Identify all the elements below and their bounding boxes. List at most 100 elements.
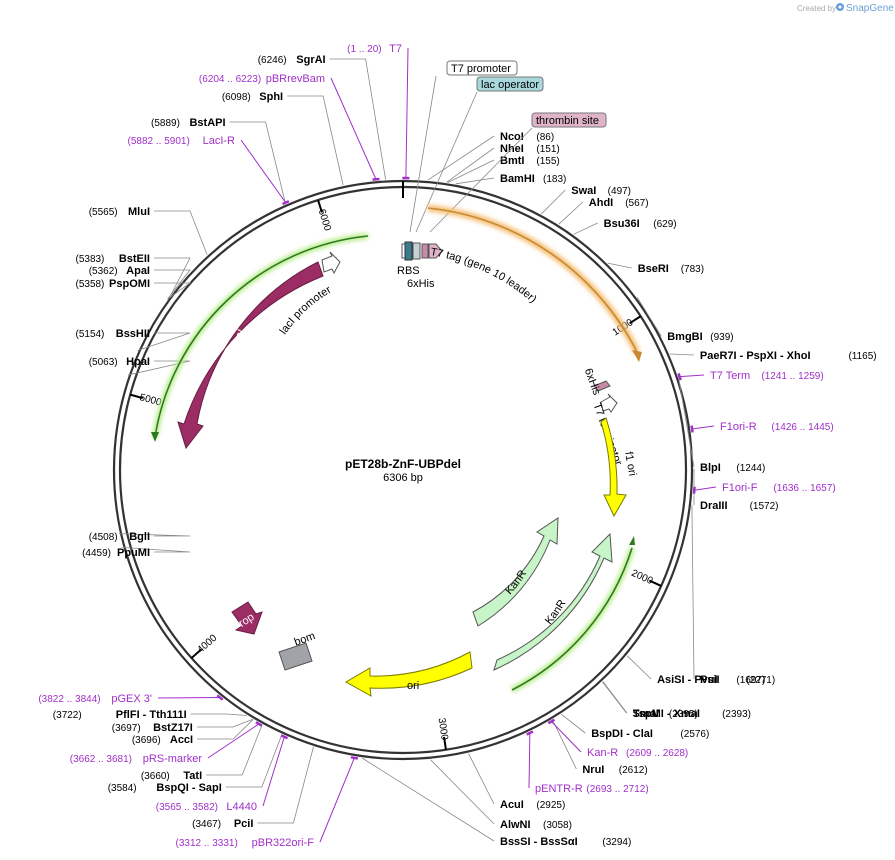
- site-leader: [607, 262, 632, 269]
- lac-operator-feature[interactable]: [404, 241, 413, 261]
- primer-leader: [262, 736, 285, 807]
- bp-tick-label: 6000: [316, 208, 333, 233]
- site-leader: [329, 58, 387, 180]
- primer-name[interactable]: pGEX 3': [111, 693, 152, 705]
- primer-name[interactable]: LacI-R: [203, 135, 235, 147]
- site-name[interactable]: PaeR7I - PspXI - XhoI: [700, 350, 811, 362]
- site-name[interactable]: PsiI: [700, 674, 720, 686]
- thrombin-site-feature[interactable]: [428, 243, 443, 259]
- site-name[interactable]: AccI: [170, 734, 193, 746]
- his-tag-feature[interactable]: 6xHis: [407, 243, 435, 290]
- lacI-feature[interactable]: lacI: [177, 261, 324, 450]
- primer-name[interactable]: pENTR-R: [535, 783, 583, 795]
- site-leader: [154, 210, 208, 255]
- primer-name[interactable]: Kan-R: [587, 747, 618, 759]
- site-position: (5358): [75, 279, 104, 290]
- kanR-green-arc[interactable]: [510, 536, 635, 693]
- site-name[interactable]: Bsu36I: [604, 218, 640, 230]
- site-name[interactable]: ApaI: [126, 265, 150, 277]
- t7-promoter-box[interactable]: T7 promoter: [409, 60, 518, 233]
- his-tag-label: 6xHis: [407, 278, 435, 290]
- site-name[interactable]: BmgBI: [667, 331, 702, 343]
- primer-name[interactable]: T7 Term: [710, 370, 750, 382]
- site-name[interactable]: NruI: [582, 764, 604, 776]
- lac-operator-box[interactable]: lac operator: [415, 76, 544, 233]
- site-name[interactable]: PpuMI: [117, 547, 150, 559]
- site-position: (5889): [151, 118, 180, 129]
- primer-name[interactable]: pRS-marker: [143, 753, 203, 765]
- f1-ori-feature[interactable]: f1 ori: [600, 417, 638, 518]
- site-name[interactable]: HpaI: [126, 356, 150, 368]
- primer-name[interactable]: pBR322ori-F: [252, 837, 315, 849]
- site-name[interactable]: MluI: [128, 206, 150, 218]
- t7-tag-feature[interactable]: [412, 242, 421, 260]
- site-name[interactable]: BstAPI: [189, 117, 225, 129]
- bom-feature[interactable]: bom: [278, 630, 317, 671]
- site-leader: [122, 547, 191, 553]
- site-position: (155): [536, 156, 559, 167]
- site-name[interactable]: SwaI: [571, 185, 596, 197]
- primer-mark: [255, 721, 263, 727]
- site-name[interactable]: SmaI: [632, 708, 658, 720]
- site-name[interactable]: DraIII: [700, 500, 728, 512]
- primer-name[interactable]: F1ori-F: [722, 482, 758, 494]
- f1-ori-label: f1 ori: [622, 451, 638, 477]
- site-name[interactable]: PflFI - Tth111I: [116, 709, 187, 721]
- insert-feature[interactable]: [427, 204, 642, 362]
- kanR-feature-inner[interactable]: KanR: [472, 517, 559, 627]
- site-name[interactable]: BspQI - SapI: [156, 782, 221, 794]
- primer-name[interactable]: F1ori-R: [720, 421, 757, 433]
- plasmid-name: pET28b-ZnF-UBPdel: [345, 457, 461, 471]
- primer-range: (1 .. 20): [347, 44, 381, 55]
- site-name[interactable]: TatI: [183, 770, 202, 782]
- site-name[interactable]: BstZ17I: [153, 722, 193, 734]
- lac-operator-label: lac operator: [481, 79, 539, 91]
- site-leader: [154, 269, 191, 299]
- site-name[interactable]: PciI: [234, 818, 254, 830]
- thrombin-site-box[interactable]: thrombin site: [429, 112, 607, 233]
- site-name[interactable]: AcuI: [500, 799, 524, 811]
- ori-feature[interactable]: ori: [344, 651, 473, 697]
- site-name[interactable]: BspDI - ClaI: [591, 728, 653, 740]
- primer-name[interactable]: L4440: [226, 801, 257, 813]
- primer-name[interactable]: T7: [389, 43, 402, 55]
- site-name[interactable]: BstEII: [119, 253, 150, 265]
- lacI-promoter-feature[interactable]: [321, 251, 341, 275]
- primer-mark: [372, 177, 380, 181]
- rop-feature[interactable]: rop: [231, 601, 263, 635]
- site-position: (3660): [141, 771, 170, 782]
- site-name[interactable]: BamHI: [500, 173, 535, 185]
- site-name[interactable]: SphI: [259, 91, 283, 103]
- site-position: (3722): [53, 710, 82, 721]
- primer-mark: [280, 734, 289, 740]
- kanR-feature-outer[interactable]: KanR: [493, 532, 613, 671]
- site-name[interactable]: AhdI: [589, 197, 613, 209]
- primer-name[interactable]: pBRrevBam: [266, 73, 325, 85]
- site-name[interactable]: NcoI: [500, 131, 524, 143]
- site-position: (5063): [89, 357, 118, 368]
- site-position: (497): [608, 186, 631, 197]
- site-position: (567): [625, 198, 648, 209]
- site-name[interactable]: PspOMI: [109, 278, 150, 290]
- site-leader: [287, 95, 344, 186]
- site-leader: [552, 719, 577, 770]
- restriction-sites: SgrAI(6246)SphI(6098)BstAPI(5889)MluI(55…: [53, 54, 877, 848]
- site-name[interactable]: BlpI: [700, 462, 721, 474]
- site-leader: [468, 753, 495, 805]
- site-position: (629): [653, 219, 676, 230]
- site-name[interactable]: SgrAI: [296, 54, 325, 66]
- site-name[interactable]: TspMI - XmaI: [633, 708, 700, 720]
- site-name[interactable]: BmtI: [500, 155, 524, 167]
- his-tag-c-feature[interactable]: 6xHis: [582, 367, 611, 397]
- site-name[interactable]: BglI: [129, 531, 150, 543]
- site-name[interactable]: AsiSI - PvuI: [657, 674, 718, 686]
- site-name[interactable]: BseRI: [638, 263, 669, 275]
- primer-mark: [350, 756, 359, 760]
- lacI-green-arc[interactable]: [151, 233, 369, 442]
- thrombin-site-label: thrombin site: [536, 115, 599, 127]
- site-position: (3697): [112, 723, 141, 734]
- site-name[interactable]: BssHII: [116, 328, 150, 340]
- site-name[interactable]: BssSI - BssSαI: [500, 836, 578, 848]
- primer-range: (5882 .. 5901): [128, 136, 190, 147]
- site-name[interactable]: AlwNI: [500, 819, 531, 831]
